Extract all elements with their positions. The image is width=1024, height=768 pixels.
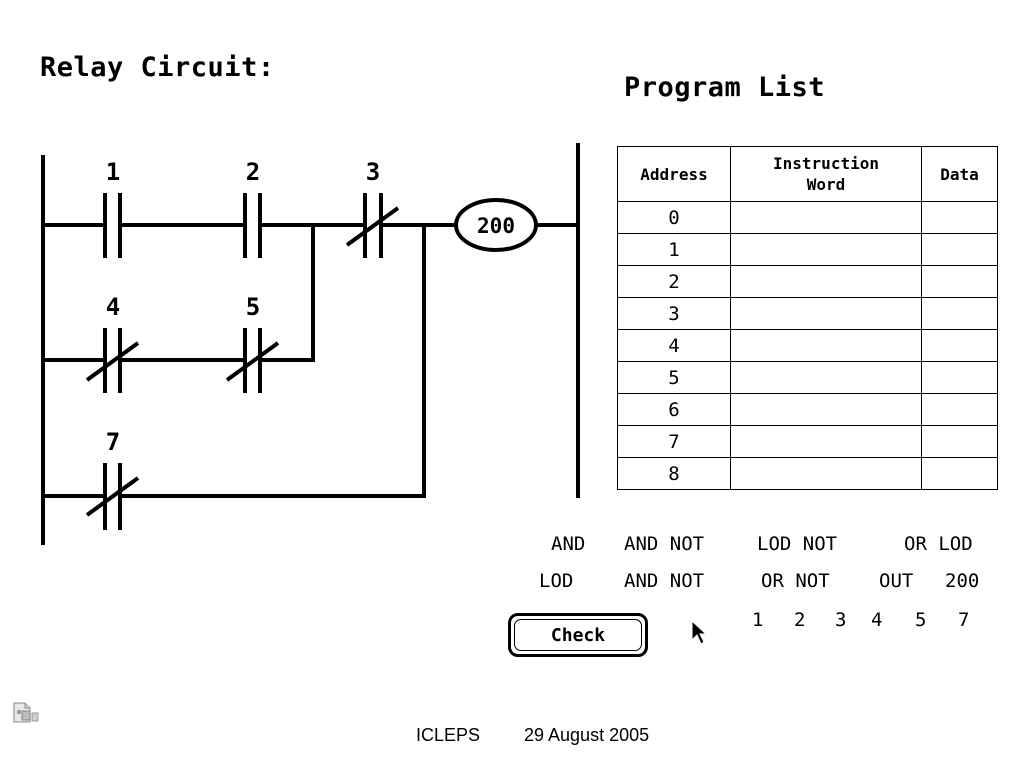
table-row: 1	[617, 233, 998, 266]
keyword-and[interactable]: AND	[551, 533, 586, 555]
data-cell[interactable]	[921, 297, 998, 330]
address-cell: 4	[617, 329, 731, 362]
number-5[interactable]: 5	[915, 609, 927, 631]
keyword-and-not-2[interactable]: AND NOT	[624, 570, 705, 592]
program-list-title: Program List	[624, 72, 826, 103]
column-header-address: Address	[617, 146, 731, 202]
document-icon[interactable]	[12, 700, 40, 724]
address-cell: 1	[617, 233, 731, 266]
check-button[interactable]: Check	[508, 613, 648, 657]
instruction-cell[interactable]	[730, 425, 922, 458]
instruction-cell[interactable]	[730, 329, 922, 362]
contact-label-7: 7	[106, 428, 120, 456]
keyword-lod-not[interactable]: LOD NOT	[757, 533, 838, 555]
data-cell[interactable]	[921, 201, 998, 234]
table-row: 2	[617, 265, 998, 298]
instruction-cell[interactable]	[730, 201, 922, 234]
data-cell[interactable]	[921, 425, 998, 458]
relay-ladder-diagram: 1 2 3 4 5 7 200	[41, 143, 580, 545]
contact-3	[345, 193, 400, 258]
number-2[interactable]: 2	[794, 609, 806, 631]
contact-7	[85, 463, 140, 530]
table-row: 8	[617, 457, 998, 490]
table-row: 0	[617, 201, 998, 234]
arrow-cursor-icon	[691, 620, 708, 645]
data-cell[interactable]	[921, 329, 998, 362]
table-row: 5	[617, 361, 998, 394]
address-cell: 0	[617, 201, 731, 234]
data-cell[interactable]	[921, 361, 998, 394]
footer-date: 29 August 2005	[524, 725, 650, 745]
address-cell: 5	[617, 361, 731, 394]
keyword-lod[interactable]: LOD	[539, 570, 574, 592]
contact-5	[225, 328, 280, 393]
address-cell: 8	[617, 457, 731, 490]
number-3[interactable]: 3	[835, 609, 847, 631]
address-cell: 7	[617, 425, 731, 458]
address-cell: 2	[617, 265, 731, 298]
contact-label-2: 2	[246, 158, 260, 186]
keyword-and-not[interactable]: AND NOT	[624, 533, 705, 555]
data-cell[interactable]	[921, 233, 998, 266]
instruction-cell[interactable]	[730, 297, 922, 330]
keyword-200[interactable]: 200	[945, 570, 980, 592]
relay-circuit-title: Relay Circuit:	[40, 52, 275, 83]
address-cell: 6	[617, 393, 731, 426]
address-cell: 3	[617, 297, 731, 330]
check-button-label: Check	[514, 619, 642, 651]
output-coil	[454, 198, 538, 252]
data-cell[interactable]	[921, 265, 998, 298]
contact-4	[85, 328, 140, 393]
keyword-or-lod[interactable]: OR LOD	[904, 533, 973, 555]
table-row: 6	[617, 393, 998, 426]
number-1[interactable]: 1	[752, 609, 764, 631]
number-4[interactable]: 4	[871, 609, 883, 631]
contact-label-3: 3	[366, 158, 380, 186]
contact-label-1: 1	[106, 158, 120, 186]
column-header-data: Data	[921, 146, 998, 202]
instruction-cell[interactable]	[730, 457, 922, 490]
keyword-or-not[interactable]: OR NOT	[761, 570, 830, 592]
table-row: 4	[617, 329, 998, 362]
data-cell[interactable]	[921, 393, 998, 426]
instruction-cell[interactable]	[730, 393, 922, 426]
instruction-cell[interactable]	[730, 233, 922, 266]
table-row: 3	[617, 297, 998, 330]
output-coil-label: 200	[477, 214, 515, 238]
contact-label-4: 4	[106, 293, 120, 321]
footer-organization: ICLEPS	[416, 725, 481, 745]
keyword-out[interactable]: OUT	[879, 570, 914, 592]
data-cell[interactable]	[921, 457, 998, 490]
table-row: 7	[617, 425, 998, 458]
contact-2	[243, 193, 262, 258]
contact-label-5: 5	[246, 293, 260, 321]
instruction-cell[interactable]	[730, 265, 922, 298]
number-7[interactable]: 7	[958, 609, 970, 631]
instruction-cell[interactable]	[730, 361, 922, 394]
contact-1	[103, 193, 122, 258]
